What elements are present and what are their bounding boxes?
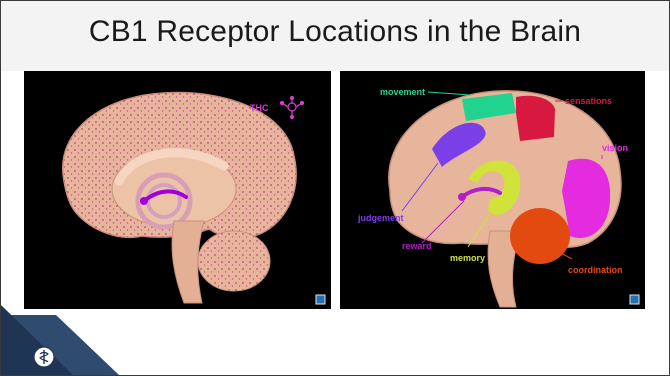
- panel-corner-icon: [630, 295, 639, 304]
- brain-regions-illustration: movement sensations vision judgement rew…: [340, 71, 645, 309]
- corner-decoration: [1, 305, 131, 375]
- sensations-region: [516, 96, 555, 141]
- brain-thc-image: THC: [24, 71, 331, 309]
- coordination-label: coordination: [568, 265, 623, 275]
- thc-label: THC: [250, 103, 269, 113]
- vision-label: vision: [602, 143, 628, 153]
- sensations-label: sensations: [565, 96, 612, 106]
- coordination-region: [510, 208, 570, 264]
- panel-corner-icon: [316, 295, 325, 304]
- organization-logo-icon: [33, 346, 55, 368]
- slide-title: CB1 Receptor Locations in the Brain: [1, 15, 669, 49]
- judgement-label: judgement: [357, 213, 404, 223]
- brain-regions-image: movement sensations vision judgement rew…: [340, 71, 645, 309]
- movement-label: movement: [380, 87, 425, 97]
- memory-label: memory: [450, 253, 485, 263]
- thc-molecule-icon: [281, 97, 304, 119]
- slide-header: CB1 Receptor Locations in the Brain: [1, 1, 669, 71]
- brain-thc-illustration: THC: [24, 71, 331, 309]
- reward-label: reward: [402, 241, 432, 251]
